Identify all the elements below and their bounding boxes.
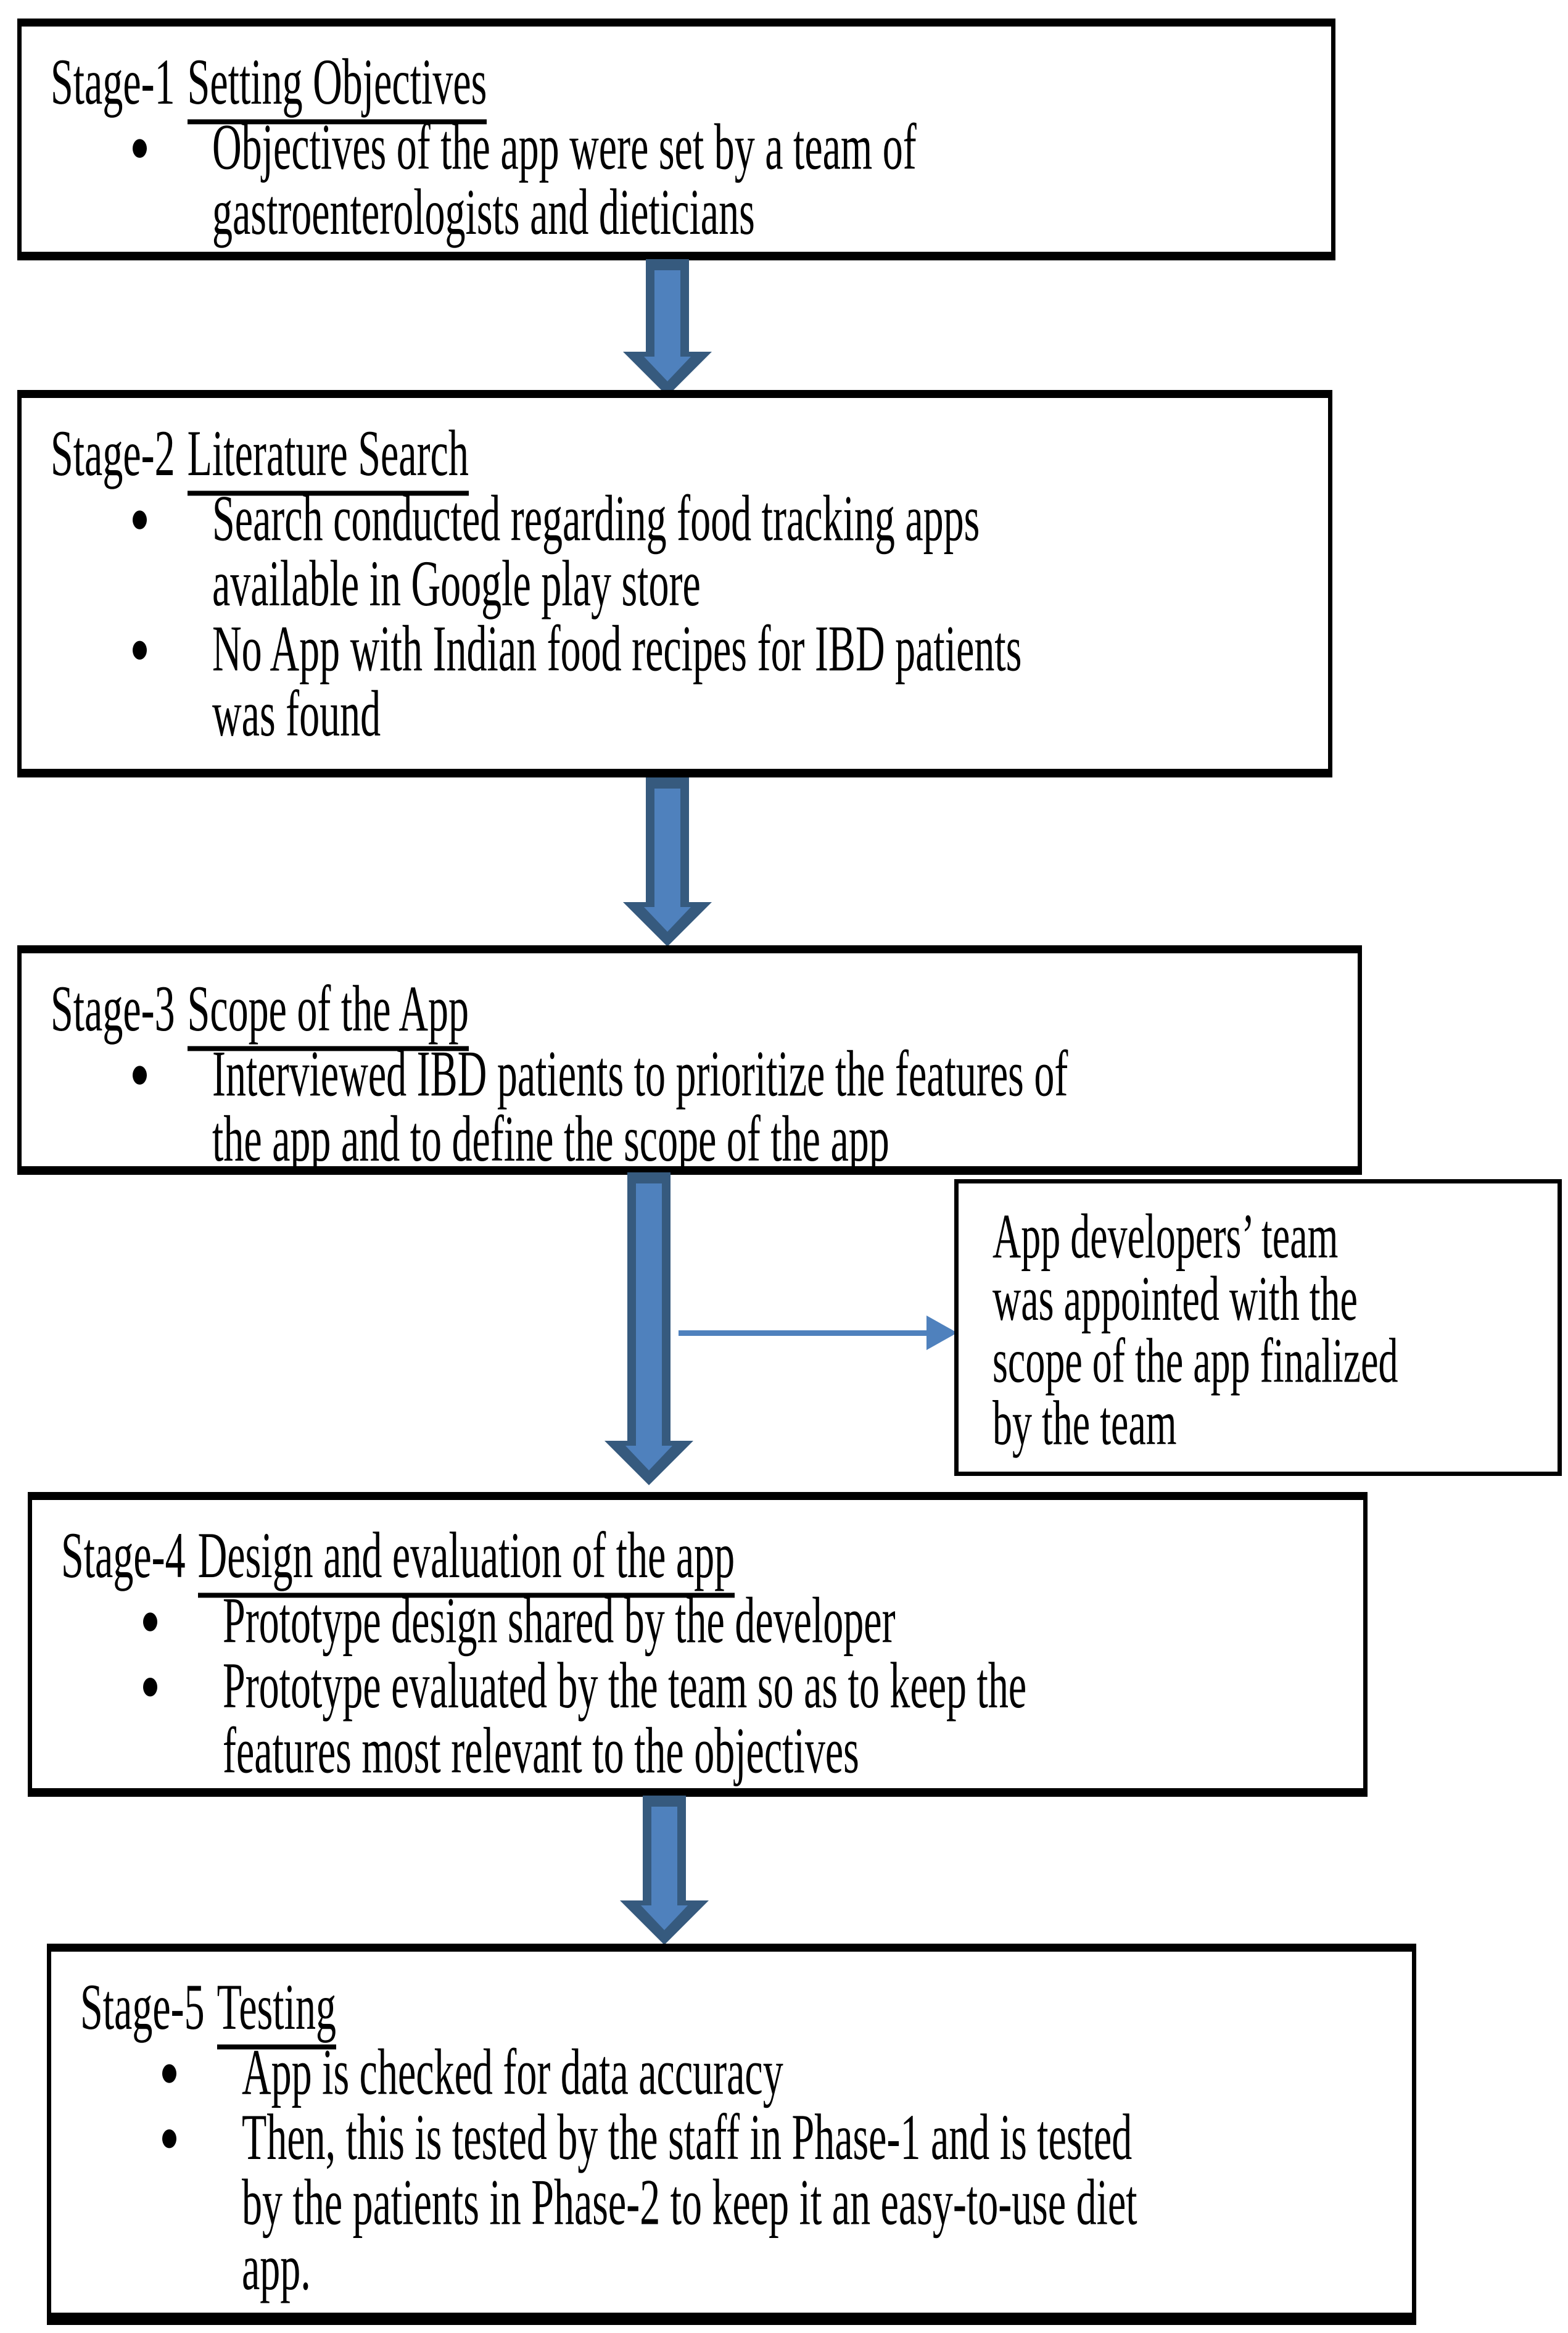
bullet-text: Interviewed IBD patients to prioritize t… — [212, 1038, 1068, 1175]
bullet-dot — [133, 1066, 147, 1085]
bullet-item: Interviewed IBD patients to prioritize t… — [51, 1042, 1339, 1172]
bullet-dot — [162, 2064, 176, 2083]
down-arrow-icon — [620, 1796, 709, 1945]
side-note-box: App developers’ team was appointed with … — [954, 1179, 1562, 1476]
stage-name: Setting Objectives — [187, 46, 487, 125]
stage-name: Testing — [217, 1971, 336, 2050]
down-arrow-icon — [623, 259, 712, 396]
stage-label: Stage-5 — [80, 1971, 205, 2044]
bullet-text: Prototype design shared by the developer — [223, 1585, 896, 1657]
stage-label: Stage-3 — [51, 973, 175, 1045]
stage-label: Stage-4 — [61, 1520, 186, 1592]
bullet-dot — [162, 2129, 176, 2149]
bullet-item: No App with Indian food recipes for IBD … — [51, 613, 1310, 751]
bullet-text: Objectives of the app were set by a team… — [212, 111, 917, 249]
stage-name: Scope of the App — [187, 973, 469, 1051]
down-arrow-icon — [623, 777, 712, 947]
bullet-dot — [143, 1678, 157, 1697]
stage-label: Stage-1 — [51, 46, 175, 118]
stage-label: Stage-2 — [51, 418, 175, 490]
bullet-text: Prototype evaluated by the team so as to… — [223, 1650, 1027, 1788]
down-arrow-icon — [605, 1172, 693, 1485]
bullet-dot — [133, 510, 147, 529]
bullet-dot — [143, 1612, 157, 1631]
bullet-text: Then, this is tested by the staff in Pha… — [242, 2102, 1137, 2305]
bullet-item: Search conducted regarding food tracking… — [51, 483, 1310, 620]
stage-name: Design and evaluation of the app — [197, 1520, 735, 1598]
bullet-text: Search conducted regarding food tracking… — [212, 483, 980, 620]
bullet-text: App is checked for data accuracy — [242, 2036, 783, 2109]
bullet-item: App is checked for data accuracy — [80, 2036, 1393, 2109]
bullet-dot — [133, 139, 147, 158]
right-arrow-icon — [679, 1316, 957, 1350]
bullet-dot — [133, 640, 147, 660]
bullet-item: Prototype evaluated by the team so as to… — [61, 1654, 1345, 1784]
bullet-item: Then, this is tested by the staff in Pha… — [80, 2102, 1393, 2305]
bullet-item: Prototype design shared by the developer — [61, 1585, 1345, 1657]
side-note-text: App developers’ team was appointed with … — [992, 1201, 1398, 1458]
bullet-item: Objectives of the app were set by a team… — [51, 115, 1313, 246]
bullet-text: No App with Indian food recipes for IBD … — [212, 613, 1022, 751]
stage-name: Literature Search — [187, 418, 469, 496]
